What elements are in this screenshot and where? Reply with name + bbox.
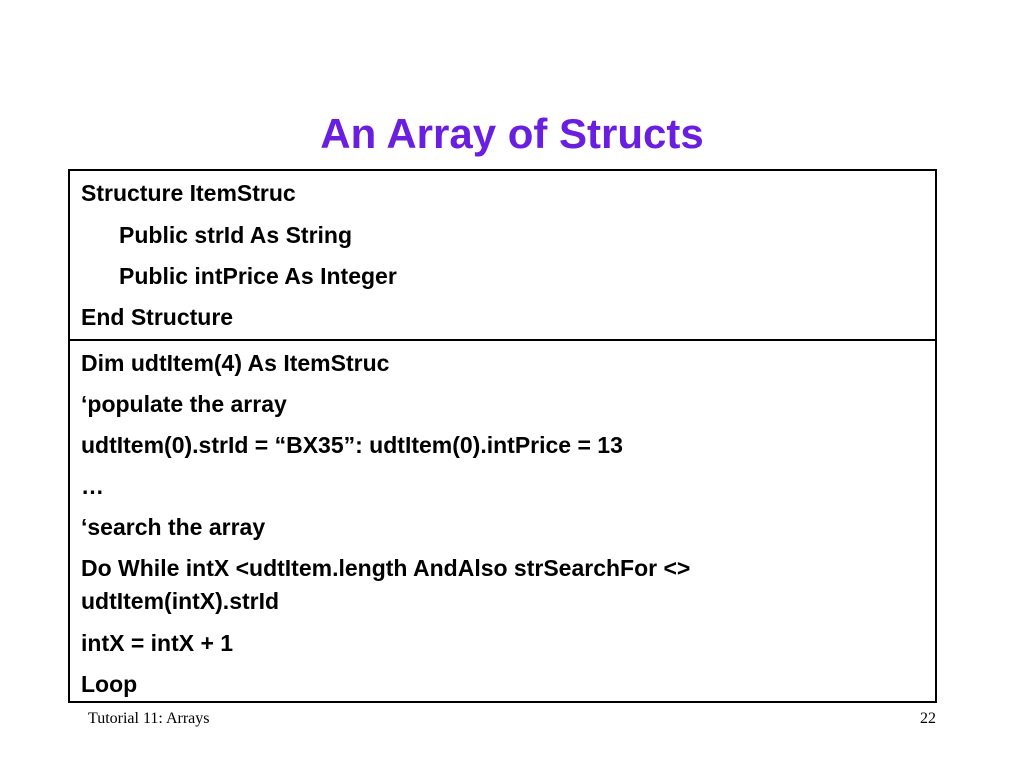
code-line: Structure ItemStruc [81,180,296,206]
code-line: Loop [81,671,138,697]
code-line: ‘search the array [81,514,266,540]
page-number: 22 [920,710,936,727]
code-line: Public strId As String [119,222,353,248]
footer-tutorial-label: Tutorial 11: Arrays [88,710,210,727]
code-line: … [81,473,104,499]
code-line: ‘populate the array [81,391,287,417]
slide-title: An Array of Structs [320,110,704,157]
code-line: Do While intX <udtItem.length AndAlso st… [81,555,691,581]
code-line: udtItem(0).strId = “BX35”: udtItem(0).in… [81,432,623,458]
structure-definition-section: Structure ItemStruc Public strId As Stri… [70,171,935,341]
code-box: Structure ItemStruc Public strId As Stri… [68,169,937,703]
code-line: End Structure [81,304,234,330]
array-usage-section: Dim udtItem(4) As ItemStruc ‘populate th… [70,341,935,701]
code-line: intX = intX + 1 [81,630,234,656]
code-line: udtItem(intX).strId [81,588,280,614]
code-line: Dim udtItem(4) As ItemStruc [81,350,390,376]
code-line: Public intPrice As Integer [119,263,397,289]
